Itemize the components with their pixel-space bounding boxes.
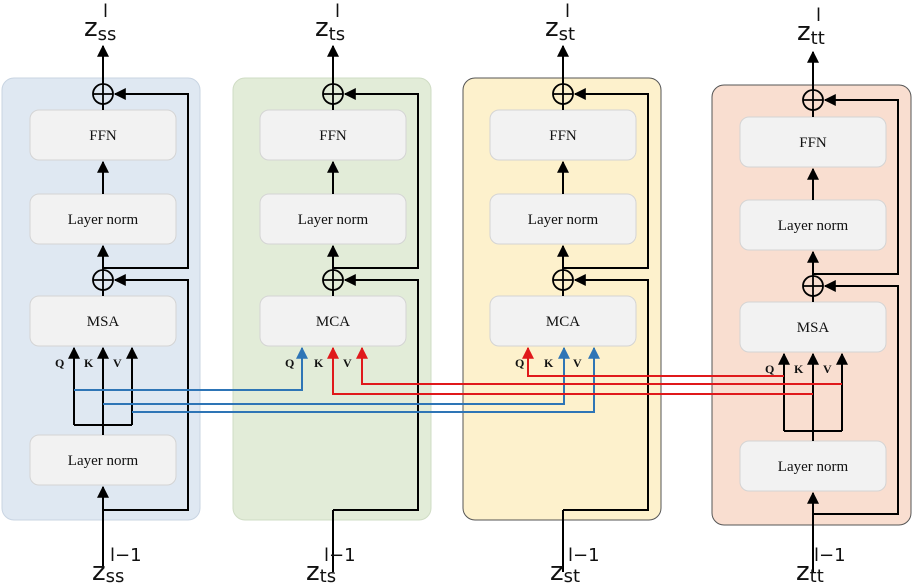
layer-norm-top-label-ts: Layer norm xyxy=(298,212,369,228)
v-label-ss: V xyxy=(113,356,122,370)
q-label-st: Q xyxy=(515,356,524,370)
output-labels: zss l zts l zst l ztt l xyxy=(84,1,825,49)
ffn-label-st: FFN xyxy=(549,128,577,144)
q-label-tt: Q xyxy=(765,362,774,376)
add-icon xyxy=(552,269,574,291)
output-sup-st: l xyxy=(565,1,570,22)
ffn-label-ss: FFN xyxy=(89,128,117,144)
attention-label-ts: MCA xyxy=(316,314,350,330)
red-line-tt-to-ts-v xyxy=(356,346,842,385)
output-sup-ts: l xyxy=(335,1,340,22)
input-sup-tt: l−1 xyxy=(814,545,846,566)
v-label-ts: V xyxy=(343,356,352,370)
q-label-ss: Q xyxy=(55,356,64,370)
add-icon xyxy=(802,275,824,297)
ffn-label-tt: FFN xyxy=(799,135,827,151)
layer-norm-top-label-st: Layer norm xyxy=(528,212,599,228)
layer-norm-top-label-tt: Layer norm xyxy=(778,218,849,234)
layer-norm-top-label-ss: Layer norm xyxy=(68,212,139,228)
v-label-st: V xyxy=(573,356,582,370)
block-st: FFN Layer norm MCA Q K V xyxy=(489,44,649,511)
input-label-st: zst xyxy=(550,557,580,585)
input-labels: zss l−1 zts l−1 zst l−1 ztt l−1 xyxy=(92,545,846,585)
input-label-tt: ztt xyxy=(796,557,824,585)
blue-line-ss-to-ts-q xyxy=(74,346,308,391)
output-label-st: zst xyxy=(545,13,575,45)
output-sup-ss: l xyxy=(103,1,108,22)
add-symbols xyxy=(92,83,824,297)
attention-label-ss: MSA xyxy=(87,314,120,330)
add-icon xyxy=(92,269,114,291)
k-label-ss: K xyxy=(84,356,94,370)
add-icon xyxy=(322,83,344,105)
blue-line-ss-to-st-k xyxy=(103,346,570,405)
output-label-ss: zss xyxy=(84,13,116,45)
attention-label-st: MCA xyxy=(546,314,580,330)
k-label-ts: K xyxy=(314,356,324,370)
ffn-label-ts: FFN xyxy=(319,128,347,144)
k-label-tt: K xyxy=(794,362,804,376)
input-label-ts: zts xyxy=(306,557,336,585)
v-label-tt: V xyxy=(823,362,832,376)
output-label-ts: zts xyxy=(315,13,345,45)
blue-line-ss-to-st-v xyxy=(132,346,600,413)
add-icon xyxy=(92,83,114,105)
block-tt: FFN Layer norm MSA Layer norm Q K V xyxy=(739,50,899,572)
q-label-ts: Q xyxy=(285,356,294,370)
add-icon xyxy=(322,269,344,291)
attention-label-tt: MSA xyxy=(797,320,830,336)
layer-norm-bottom-label-tt: Layer norm xyxy=(778,459,849,475)
input-sup-ts: l−1 xyxy=(324,545,356,566)
k-label-st: K xyxy=(544,356,554,370)
red-line-tt-to-ts-k xyxy=(327,346,813,395)
add-icon xyxy=(552,83,574,105)
block-ss: FFN Layer norm MSA Layer norm Q K V xyxy=(29,44,189,568)
layer-norm-bottom-label-ss: Layer norm xyxy=(68,453,139,469)
add-icon xyxy=(802,89,824,111)
input-sup-ss: l−1 xyxy=(110,545,142,566)
red-line-tt-to-st-q xyxy=(522,346,784,377)
block-ts: FFN Layer norm MCA Q K V xyxy=(259,44,419,511)
input-sup-st: l−1 xyxy=(568,545,600,566)
output-sup-tt: l xyxy=(816,5,821,26)
input-label-ss: zss xyxy=(92,557,124,585)
cross-connections xyxy=(74,346,842,413)
output-label-tt: ztt xyxy=(797,17,825,49)
